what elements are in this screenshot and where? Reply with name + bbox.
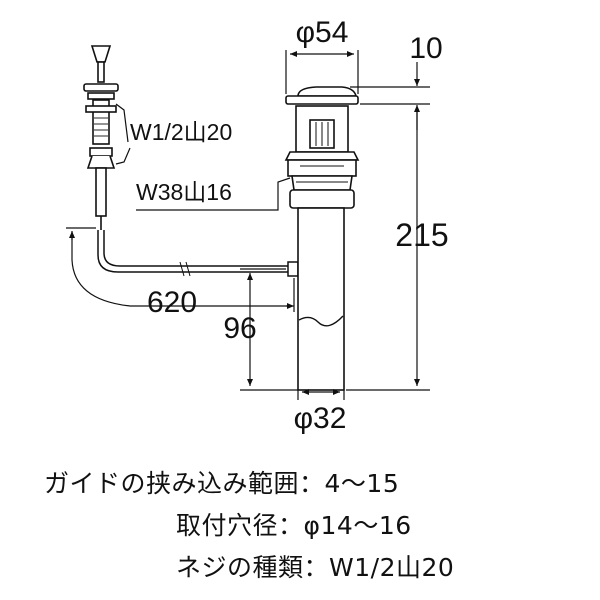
rod-connector — [287, 261, 299, 277]
dim-rod-height: 96 — [223, 312, 256, 345]
spec-row-hole-diameter: 取付穴径：φ14〜16 — [176, 506, 412, 542]
spec-row-thread-type: ネジの種類：W1/2山20 — [176, 548, 454, 584]
spec-label: ガイドの挟み込み範囲： — [44, 469, 325, 498]
spec-value: W1/2山20 — [329, 553, 455, 582]
dim-total-height: 215 — [395, 217, 448, 253]
dim-thread-body: W38山16 — [136, 179, 232, 205]
drain-upper-nut — [284, 151, 360, 161]
dim-top-diameter: φ54 — [296, 16, 349, 49]
spec-row-guide-range: ガイドの挟み込み範囲：4〜15 — [44, 464, 399, 500]
lift-knob — [90, 45, 112, 63]
lift-knob-assembly — [83, 45, 119, 230]
spec-label: ネジの種類： — [176, 553, 330, 582]
linkage-rod — [97, 230, 290, 277]
drain-body-nut — [287, 159, 357, 177]
lift-guide — [86, 155, 116, 169]
knob-stem — [97, 61, 105, 83]
drain-cap — [297, 86, 358, 97]
strainer-lines — [296, 122, 348, 183]
pipe-break-line — [298, 315, 344, 327]
dim-pipe-diameter: φ32 — [294, 402, 347, 435]
lift-rod-sleeve — [95, 167, 107, 217]
lift-thread-hatch — [94, 117, 108, 137]
tail-pipe — [297, 207, 345, 391]
dim-cap-height: 10 — [409, 32, 442, 65]
lift-nut — [85, 105, 117, 113]
knob-escutcheon — [83, 83, 119, 92]
dim-thread-lift: W1/2山20 — [130, 119, 232, 145]
knob-washer — [87, 92, 115, 100]
dim-rod-length: 620 — [147, 286, 197, 319]
drain-flange — [285, 95, 359, 105]
spec-label: 取付穴径： — [176, 511, 304, 540]
dimension-lines — [66, 50, 430, 400]
spec-value: 4〜15 — [324, 469, 400, 498]
drain-thread — [291, 175, 353, 191]
drain-lock-nut — [289, 189, 355, 209]
lift-clamp — [89, 147, 113, 157]
spec-value: φ14〜16 — [303, 511, 412, 540]
